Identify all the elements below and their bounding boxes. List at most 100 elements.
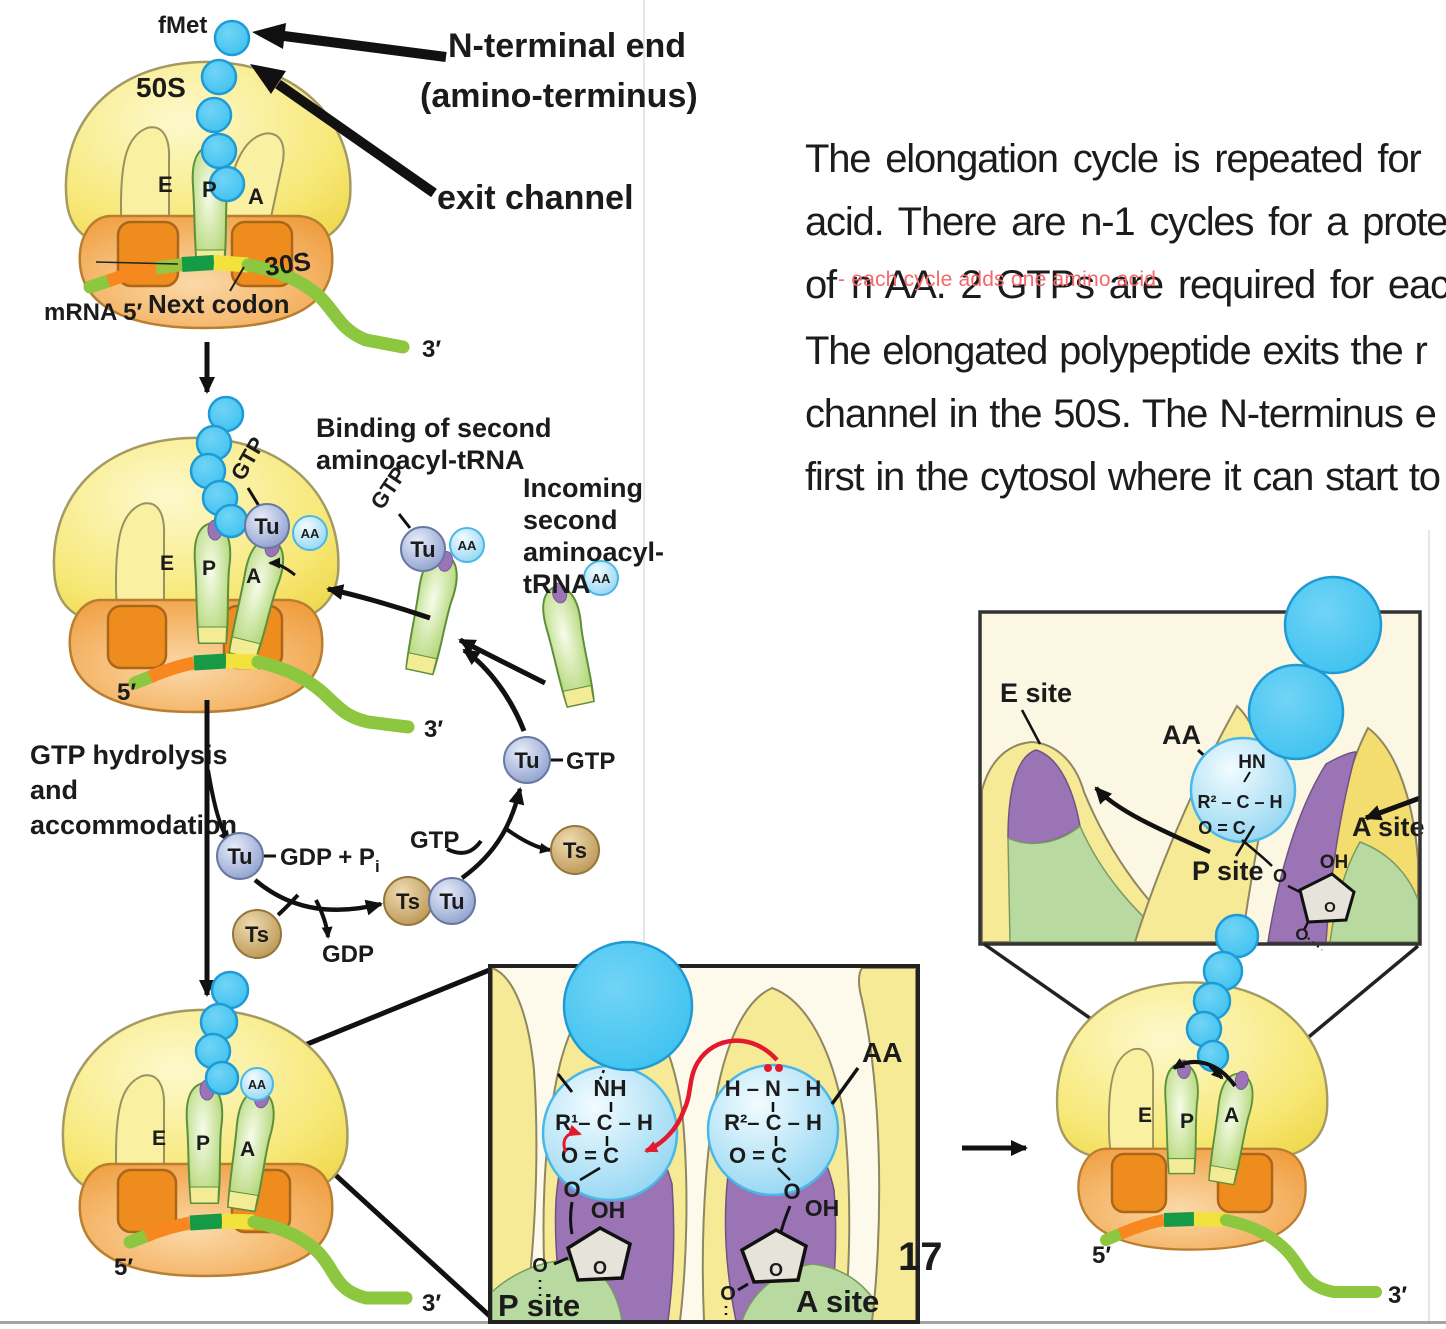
polypeptide-big-bead (1247, 663, 1345, 761)
amino-acid-circle (240, 1067, 274, 1101)
ef-tu-circle (244, 503, 290, 549)
incoming-trna: AA (536, 560, 619, 709)
polypeptide-chain (189, 395, 249, 539)
site-label-p: P (202, 557, 216, 580)
ts-released-circle (550, 825, 600, 875)
ester-o-left: O (563, 1177, 580, 1202)
bond (1243, 771, 1251, 783)
site-label-e: E (1138, 1104, 1152, 1127)
label-30s: 30S (263, 246, 313, 282)
mrna-segment (1220, 1214, 1382, 1298)
aa-label: AA (458, 538, 477, 553)
binding-label-line2: aminoacyl-tRNA (316, 445, 525, 475)
tu-to-pair-arrow (253, 878, 383, 916)
site-label-a: A (1224, 1104, 1239, 1127)
polypeptide-chain (194, 970, 250, 1096)
nh-label: NH (593, 1075, 626, 1101)
aa-label: AA (248, 1078, 266, 1092)
site-label-e: E (158, 172, 173, 197)
carbonyl: O = C (1198, 818, 1246, 838)
ribose-right (739, 1227, 809, 1284)
ts-label: Ts (563, 838, 587, 863)
phosphate-o: O (1295, 925, 1308, 944)
slide-number: 17 (898, 1235, 943, 1279)
phosphate-o-left: O (532, 1255, 548, 1277)
e-pocket (106, 604, 168, 670)
polypeptide-chain (1185, 913, 1260, 1073)
a-site-amino-acid-circle (706, 1063, 840, 1197)
amino-acid-bead (213, 503, 249, 539)
mrna-segment (147, 656, 196, 683)
site-label-e: E (160, 552, 174, 575)
tu-gtp-circle (503, 736, 551, 784)
aa-pointer-label: AA (1162, 720, 1201, 750)
exit-channel-arrowhead (250, 64, 286, 94)
mrna-segment (251, 655, 415, 734)
bond (779, 1205, 792, 1233)
mrna-5prime-label: 5′ (1092, 1242, 1111, 1269)
p-site-pointer (1234, 825, 1256, 857)
tugtp-to-complex-arrow (462, 647, 527, 732)
yellow-band-right (858, 967, 917, 1322)
mrna-segment (241, 258, 410, 354)
amino-acid-circle (583, 560, 619, 596)
a-site-zoom-box: E site AA HN R² – C – H O = C O OH O O A… (978, 575, 1425, 951)
carbonyl-right: O = C (729, 1143, 787, 1168)
amino-acid-bead (213, 19, 251, 57)
n-terminal-label-line2: (amino-terminus) (420, 77, 698, 115)
mrna-segment (247, 1215, 413, 1305)
mrna-5prime-label: 5′ (114, 1254, 133, 1281)
ts-release-arrow (503, 826, 552, 854)
n-terminal-label-line1: N-terminal end (448, 27, 686, 65)
label-50s: 50S (136, 72, 186, 103)
bond (737, 1282, 749, 1292)
e-site-pointer (1020, 709, 1042, 745)
mrna-segment (128, 670, 157, 690)
mrna-5prime-label: mRNA 5′ (44, 299, 142, 326)
ef-tu-label: Tu (410, 537, 435, 562)
mrna-3prime-label: 3′ (422, 1290, 441, 1317)
site-label-p: P (202, 177, 217, 202)
incoming-label-line1: Incoming (523, 473, 643, 503)
hnh-label: H – N – H (725, 1076, 822, 1101)
ts-label: Ts (396, 889, 420, 914)
gtp-label: GTP (566, 748, 615, 775)
amino-acid-circle (449, 527, 485, 563)
annotation-arrows (250, 23, 447, 198)
ribose-o-right: O (769, 1260, 783, 1280)
ts-join-line (276, 893, 300, 917)
paragraph-line: of n AA. 2 GTPs are required for each (805, 263, 1446, 307)
complex-to-asite-arrow (326, 584, 431, 621)
ester-o-right: O (783, 1179, 800, 1204)
gdp-pi-text: GDP + P (280, 844, 375, 871)
mrna-3prime-label: 3′ (424, 716, 443, 743)
mrna-segment (1100, 1228, 1126, 1246)
box-border (978, 610, 1422, 946)
incoming-label-line3: aminoacyl- (523, 537, 664, 567)
mrna-segment (1117, 1214, 1166, 1240)
trna (536, 579, 599, 709)
p-site-label: P site (498, 1288, 580, 1323)
bond (777, 1167, 791, 1181)
paragraph-line: channel in the 50S. The N-terminus e (805, 392, 1437, 436)
mrna (83, 255, 410, 354)
phosphate-o-right: O (720, 1283, 736, 1305)
ribosome-after-peptide-bond: E P A 5′ 3′ (1055, 913, 1407, 1309)
mrna-segment (143, 1216, 192, 1242)
ts-label: Ts (245, 922, 269, 947)
chain-to-a-arrow (1208, 1064, 1224, 1080)
pi-subscript: i (375, 857, 380, 876)
mrna-codon-p (1163, 1212, 1195, 1227)
lone-pair-dot (775, 1064, 783, 1072)
ribose (1298, 872, 1356, 924)
tu-label: Tu (439, 889, 464, 914)
gtp-join-line (446, 839, 483, 855)
mrna (123, 1213, 413, 1305)
mrna-codon-p (189, 1213, 223, 1231)
aa-label: AA (301, 526, 320, 541)
mrna (128, 653, 415, 734)
ribose-o-left: O (593, 1258, 607, 1278)
paragraph-elongation-cycle: The elongation cycle is repeated for aci… (805, 128, 1446, 317)
ester-o: O (1273, 866, 1287, 886)
pair-to-tugtp-arrow (460, 787, 525, 880)
